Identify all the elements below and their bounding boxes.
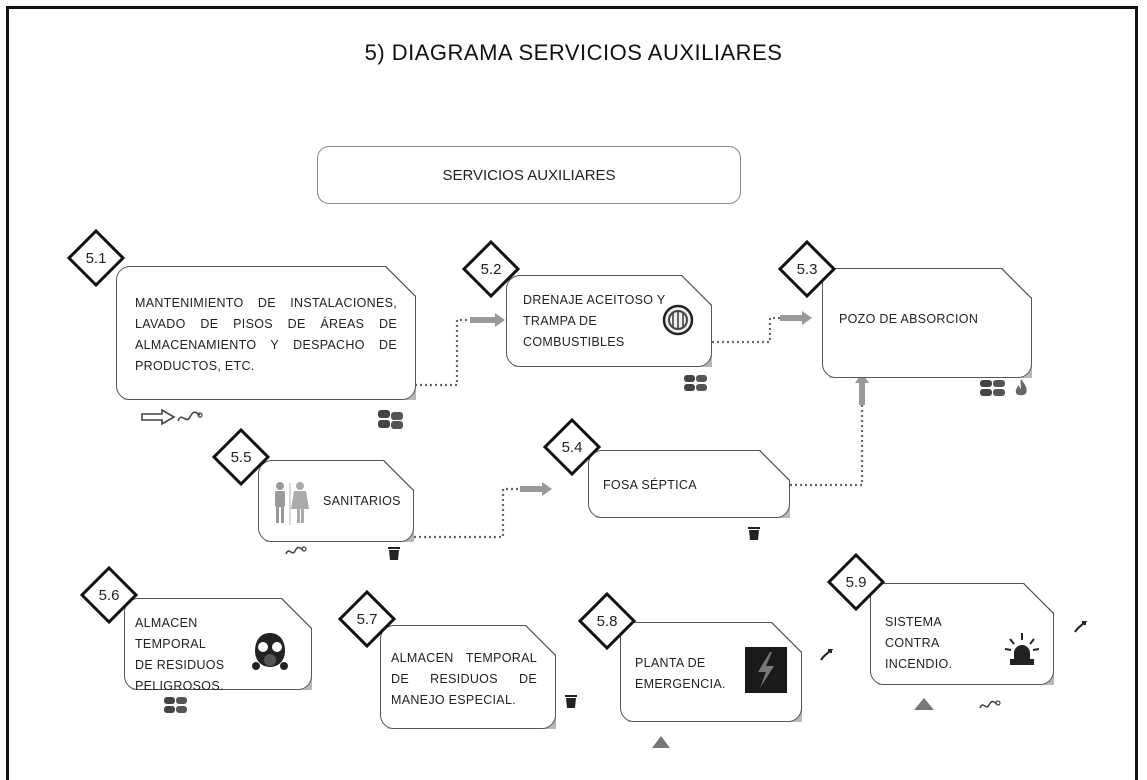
node-5-9-text: SISTEMA CONTRA INCENDIO. bbox=[885, 612, 995, 675]
gas-mask-icon bbox=[252, 633, 288, 670]
node-5-7-line: ALMACEN TEMPORAL bbox=[391, 651, 537, 665]
barrels-icon bbox=[378, 410, 403, 429]
warning-triangle-icon bbox=[914, 698, 934, 710]
trash-bin-icon bbox=[748, 527, 760, 540]
node-5-3-badge: 5.3 bbox=[778, 240, 836, 298]
node-5-6-line: PELIGROSOS. bbox=[135, 679, 224, 693]
node-5-3-box: POZO DE ABSORCION bbox=[822, 268, 1032, 378]
node-5-9-line: INCENDIO. bbox=[885, 657, 953, 671]
node-5-3-id: 5.3 bbox=[796, 260, 818, 278]
barrels-icon bbox=[980, 380, 1005, 396]
node-5-3-line: POZO DE ABSORCION bbox=[839, 312, 979, 326]
alarm-siren-icon bbox=[1004, 633, 1040, 665]
node-5-2-line: COMBUSTIBLES bbox=[523, 335, 625, 349]
node-5-2-badge: 5.2 bbox=[462, 240, 520, 298]
node-5-9-box: SISTEMA CONTRA INCENDIO. bbox=[870, 583, 1054, 685]
node-5-2-line: DRENAJE ACEITOSO Y bbox=[523, 293, 666, 307]
node-5-2-box: DRENAJE ACEITOSO Y TRAMPA DE COMBUSTIBLE… bbox=[506, 275, 712, 367]
flow-arrow-to-5-3 bbox=[780, 311, 812, 325]
node-5-6-box: ALMACEN TEMPORAL DE RESIDUOS PELIGROSOS. bbox=[124, 598, 312, 690]
node-5-8-id: 5.8 bbox=[596, 612, 618, 630]
warning-triangle-icon bbox=[652, 736, 670, 748]
node-5-7-text: ALMACEN TEMPORAL DE RESIDUOS DE MANEJO E… bbox=[391, 648, 537, 711]
flow-arrow-to-5-4 bbox=[520, 482, 552, 496]
flow-arrow-to-5-2 bbox=[470, 313, 505, 327]
node-5-8-line: EMERGENCIA. bbox=[635, 677, 726, 691]
node-5-1-box: MANTENIMIENTO DE INSTALACIONES, LAVADO D… bbox=[116, 266, 416, 400]
node-5-7-box: ALMACEN TEMPORAL DE RESIDUOS DE MANEJO E… bbox=[380, 625, 556, 729]
connector-5-2-to-5-3 bbox=[712, 316, 780, 344]
node-5-1-line: LAVADO DE PISOS DE ÁREAS DE bbox=[135, 317, 397, 331]
node-5-1-badge: 5.1 bbox=[67, 229, 125, 287]
hose-icon bbox=[979, 700, 1001, 709]
smoke-curl-icon bbox=[820, 649, 834, 661]
diagram-frame bbox=[6, 6, 1138, 780]
node-5-1-text: MANTENIMIENTO DE INSTALACIONES, LAVADO D… bbox=[135, 293, 397, 377]
node-5-5-line: SANITARIOS bbox=[323, 494, 401, 508]
node-5-7-id: 5.7 bbox=[356, 610, 378, 628]
node-5-8-text: PLANTA DE EMERGENCIA. bbox=[635, 653, 735, 695]
node-5-2-text: DRENAJE ACEITOSO Y TRAMPA DE COMBUSTIBLE… bbox=[523, 290, 673, 353]
node-5-8-badge: 5.8 bbox=[578, 592, 636, 650]
node-5-6-line: DE RESIDUOS bbox=[135, 658, 225, 672]
node-5-8-line: PLANTA DE bbox=[635, 656, 706, 670]
node-5-7-badge: 5.7 bbox=[338, 590, 396, 648]
node-5-4-text: FOSA SÉPTICA bbox=[603, 475, 753, 496]
node-5-9-badge: 5.9 bbox=[827, 553, 885, 611]
node-5-6-line: ALMACEN TEMPORAL bbox=[135, 616, 207, 651]
node-5-2-line: TRAMPA DE bbox=[523, 314, 598, 328]
connector-5-1-to-5-2 bbox=[415, 318, 470, 387]
node-5-2-id: 5.2 bbox=[480, 260, 502, 278]
barrels-icon bbox=[164, 697, 187, 713]
header-box: SERVICIOS AUXILIARES bbox=[317, 146, 741, 204]
header-label: SERVICIOS AUXILIARES bbox=[442, 166, 616, 184]
node-5-1-line: MANTENIMIENTO DE INSTALACIONES, bbox=[135, 296, 397, 310]
node-5-1-line: ALMACENAMIENTO Y DESPACHO DE bbox=[135, 338, 397, 352]
node-5-3-text: POZO DE ABSORCION bbox=[839, 309, 1009, 330]
node-5-4-box: FOSA SÉPTICA bbox=[588, 450, 790, 518]
node-5-7-line: MANEJO ESPECIAL. bbox=[391, 693, 516, 707]
flame-icon bbox=[1015, 379, 1027, 396]
node-5-6-id: 5.6 bbox=[98, 586, 120, 604]
node-5-4-badge: 5.4 bbox=[543, 418, 601, 476]
trash-bin-icon bbox=[565, 695, 577, 708]
node-5-9-id: 5.9 bbox=[845, 573, 867, 591]
node-5-7-line: DE RESIDUOS DE bbox=[391, 672, 537, 686]
trash-bin-icon bbox=[388, 547, 400, 560]
smoke-curl-icon bbox=[1074, 621, 1088, 633]
barrels-icon bbox=[684, 375, 707, 391]
fan-icon bbox=[662, 304, 694, 336]
toilet-people-icon bbox=[275, 482, 309, 525]
node-5-4-id: 5.4 bbox=[561, 438, 583, 456]
connector-5-4-to-5-3 bbox=[790, 405, 864, 487]
arrow-outline-icon bbox=[141, 408, 176, 426]
hose-icon bbox=[177, 411, 203, 422]
hose-icon bbox=[285, 546, 307, 555]
node-5-6-text: ALMACEN TEMPORAL DE RESIDUOS PELIGROSOS. bbox=[135, 613, 255, 697]
node-5-1-id: 5.1 bbox=[85, 249, 107, 267]
node-5-5-text: SANITARIOS bbox=[323, 491, 413, 512]
lightning-panel-icon bbox=[745, 647, 787, 693]
node-5-5-badge: 5.5 bbox=[212, 428, 270, 486]
node-5-5-id: 5.5 bbox=[230, 448, 252, 466]
node-5-9-line: SISTEMA CONTRA bbox=[885, 615, 942, 650]
connector-5-5-to-5-4 bbox=[414, 487, 520, 539]
flow-arrow-up-to-5-3 bbox=[855, 373, 869, 405]
page-title: 5) DIAGRAMA SERVICIOS AUXILIARES bbox=[364, 40, 783, 65]
node-5-6-badge: 5.6 bbox=[80, 566, 138, 624]
node-5-1-line: PRODUCTOS, ETC. bbox=[135, 359, 255, 373]
node-5-4-line: FOSA SÉPTICA bbox=[603, 478, 697, 492]
